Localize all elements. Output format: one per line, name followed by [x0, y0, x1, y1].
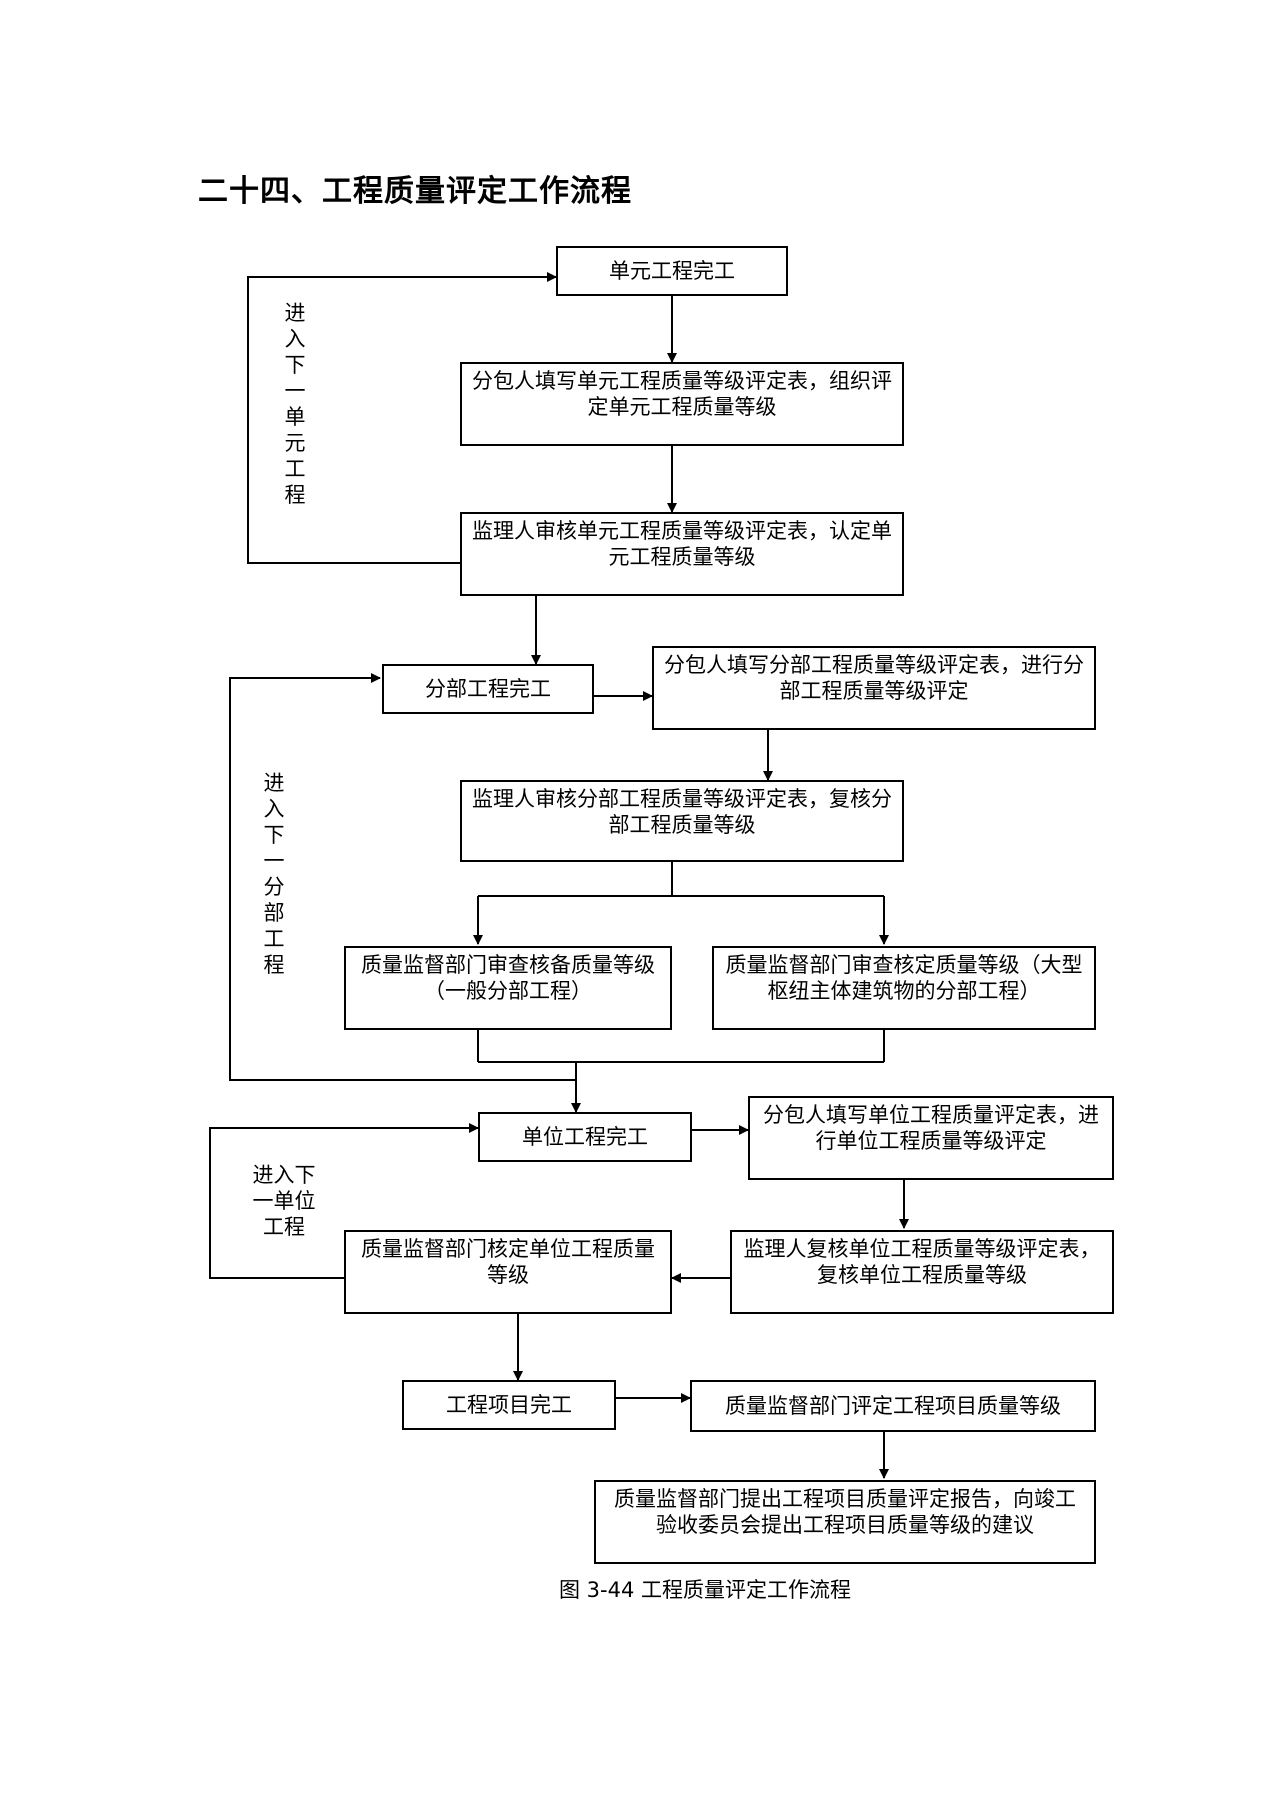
node-qs-approve-single: 质量监督部门核定单位工程质量等级	[344, 1230, 672, 1314]
node-qs-approve-major: 质量监督部门审查核定质量等级（大型枢纽主体建筑物的分部工程）	[712, 946, 1096, 1030]
node-supervisor-recheck-single: 监理人复核单位工程质量等级评定表，复核单位工程质量等级	[730, 1230, 1114, 1314]
node-sub-fill-unit-form: 分包人填写单元工程质量等级评定表，组织评定单元工程质量等级	[460, 362, 904, 446]
node-supervisor-review-division: 监理人审核分部工程质量等级评定表，复核分部工程质量等级	[460, 780, 904, 862]
loop-next-division	[229, 673, 576, 1081]
node-supervisor-review-unit: 监理人审核单元工程质量等级评定表，认定单元工程质量等级	[460, 512, 904, 596]
node-unit-complete: 单元工程完工	[556, 246, 788, 296]
node-qs-rate-project: 质量监督部门评定工程项目质量等级	[690, 1380, 1096, 1432]
node-sub-fill-single-form: 分包人填写单位工程质量评定表，进行单位工程质量等级评定	[748, 1096, 1114, 1180]
node-division-complete: 分部工程完工	[382, 664, 594, 714]
loop-next-unit	[247, 272, 557, 564]
page-title: 二十四、工程质量评定工作流程	[198, 174, 632, 209]
label-next-single: 进入下一单位工程	[252, 1163, 316, 1239]
node-sub-fill-division-form: 分包人填写分部工程质量等级评定表，进行分部工程质量等级评定	[652, 646, 1096, 730]
loop-next-single	[209, 1123, 479, 1279]
node-qs-record-general: 质量监督部门审查核备质量等级（一般分部工程）	[344, 946, 672, 1030]
label-next-division: 进入下一分部工程	[263, 771, 285, 977]
node-project-complete: 工程项目完工	[402, 1380, 616, 1430]
figure-caption: 图 3-44 工程质量评定工作流程	[558, 1578, 851, 1602]
label-next-unit: 进入下一单元工程	[284, 301, 306, 507]
node-qs-report: 质量监督部门提出工程项目质量评定报告，向竣工验收委员会提出工程项目质量等级的建议	[594, 1480, 1096, 1564]
node-single-project-complete: 单位工程完工	[478, 1112, 692, 1162]
